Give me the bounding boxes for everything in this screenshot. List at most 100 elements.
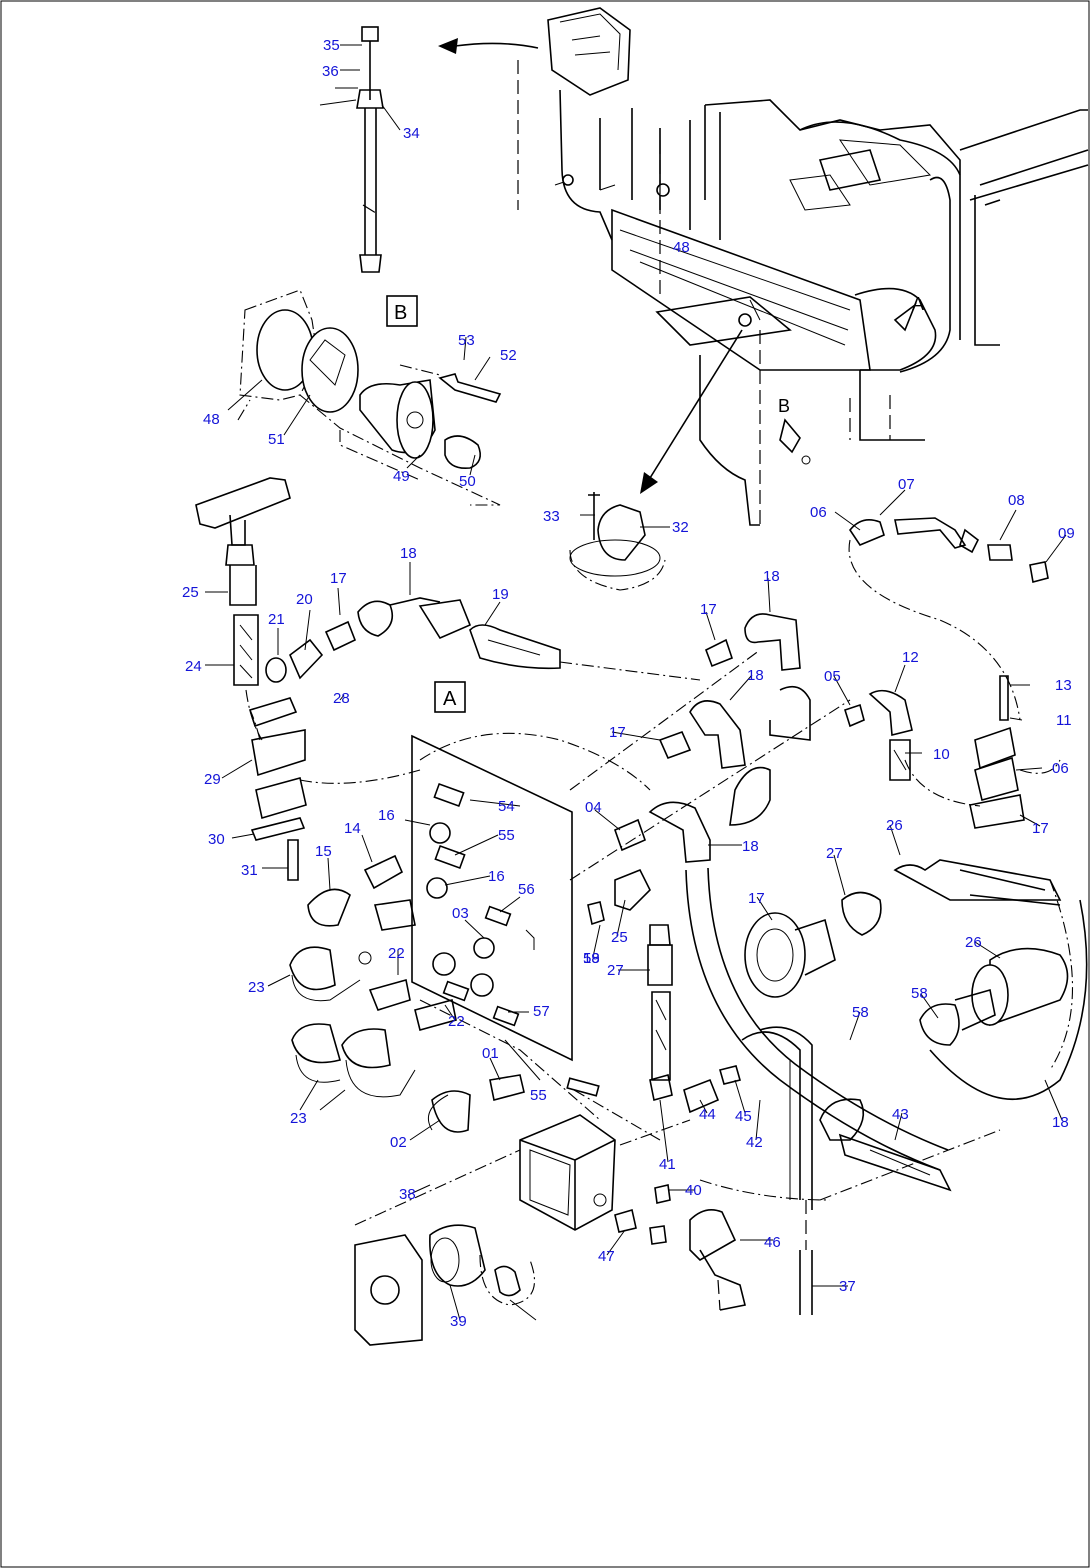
callout-48: 48 [673, 239, 690, 256]
callout-22: 22 [448, 1013, 465, 1030]
callout-24: 24 [185, 658, 202, 675]
callout-29: 29 [204, 771, 221, 788]
view-label-boxes [386, 295, 466, 713]
callout-25: 25 [182, 584, 199, 601]
callout-23: 23 [248, 979, 265, 996]
callout-55: 55 [530, 1087, 547, 1104]
callout-17: 17 [1032, 820, 1049, 837]
callout-30: 30 [208, 831, 225, 848]
callout-27: 27 [826, 845, 843, 862]
callout-18: 18 [400, 545, 417, 562]
callout-53: 53 [458, 332, 475, 349]
view-mark-b: B [778, 396, 790, 416]
callout-44: 44 [699, 1106, 716, 1123]
callout-59: 59 [583, 950, 600, 967]
callout-58: 58 [852, 1004, 869, 1021]
callout-58: 58 [911, 985, 928, 1002]
callout-42: 42 [746, 1134, 763, 1151]
upper-hose-line [265, 597, 701, 683]
panel-couplings [289, 854, 525, 1133]
callout-16: 16 [488, 868, 505, 885]
callout-18: 18 [1052, 1114, 1069, 1131]
view-b-box [386, 295, 418, 327]
view-mark-a: A [912, 294, 924, 314]
engine-assembly [517, 7, 1089, 526]
callout-02: 02 [390, 1134, 407, 1151]
callout-41: 41 [659, 1156, 676, 1173]
callout-35: 35 [323, 37, 340, 54]
callout-05: 05 [824, 668, 841, 685]
callout-12: 12 [902, 649, 919, 666]
callout-16: 16 [378, 807, 395, 824]
callout-06: 06 [810, 504, 827, 521]
clamp-bracket [248, 697, 421, 881]
leader-lines [205, 44, 1067, 1321]
callout-40: 40 [685, 1182, 702, 1199]
callout-22: 22 [388, 945, 405, 962]
callout-17: 17 [609, 724, 626, 741]
view-label-a: A [443, 688, 457, 710]
routing-lines [419, 649, 851, 1141]
callout-33: 33 [543, 508, 560, 525]
callout-17: 17 [700, 601, 717, 618]
callout-09: 09 [1058, 525, 1075, 542]
callout-15: 15 [315, 843, 332, 860]
callout-34: 34 [403, 125, 420, 142]
callout-10: 10 [933, 746, 950, 763]
tee-fitting-hose [195, 477, 291, 741]
direction-arrows [438, 38, 811, 494]
center-tube-fitting [587, 868, 673, 1081]
callout-37: 37 [839, 1278, 856, 1295]
view-b-detail [319, 26, 384, 273]
callout-13: 13 [1055, 677, 1072, 694]
callout-18: 18 [583, 950, 600, 967]
callout-32: 32 [672, 519, 689, 536]
callout-46: 46 [764, 1234, 781, 1251]
callout-27: 27 [607, 962, 624, 979]
lower-right-hoses [683, 1026, 1001, 1210]
callout-19: 19 [492, 586, 509, 603]
callout-18: 18 [763, 568, 780, 585]
callout-39: 39 [450, 1313, 467, 1330]
lower-junction-box [354, 1073, 813, 1346]
callout-17: 17 [330, 570, 347, 587]
flange-assembly [237, 289, 502, 506]
drain-valve [569, 492, 666, 591]
callout-57: 57 [533, 1003, 550, 1020]
callout-20: 20 [296, 591, 313, 608]
callout-55: 55 [498, 827, 515, 844]
callout-14: 14 [344, 820, 361, 837]
callout-18: 18 [742, 838, 759, 855]
callout-03: 03 [452, 905, 469, 922]
callout-52: 52 [500, 347, 517, 364]
callout-36: 36 [322, 63, 339, 80]
callout-43: 43 [892, 1106, 909, 1123]
callout-54: 54 [498, 798, 515, 815]
callout-45: 45 [735, 1108, 752, 1125]
callout-23: 23 [290, 1110, 307, 1127]
callout-01: 01 [482, 1045, 499, 1062]
main-hose-curve [685, 867, 949, 1171]
callout-21: 21 [268, 611, 285, 628]
callout-25: 25 [611, 929, 628, 946]
callout-47: 47 [598, 1248, 615, 1265]
callout-56: 56 [518, 881, 535, 898]
callout-28: 28 [333, 690, 350, 707]
elbow-fittings [613, 613, 913, 863]
pressure-gauges [744, 859, 1088, 1101]
callout-51: 51 [268, 431, 285, 448]
callout-26: 26 [965, 934, 982, 951]
callout-50: 50 [459, 473, 476, 490]
callout-38: 38 [399, 1186, 416, 1203]
view-label-b: B [394, 302, 407, 324]
callout-49: 49 [393, 468, 410, 485]
right-clamp [904, 675, 1061, 829]
callout-07: 07 [898, 476, 915, 493]
upper-right-line [848, 517, 1049, 721]
view-a-box [434, 681, 466, 713]
callout-17: 17 [748, 890, 765, 907]
callout-18: 18 [747, 667, 764, 684]
